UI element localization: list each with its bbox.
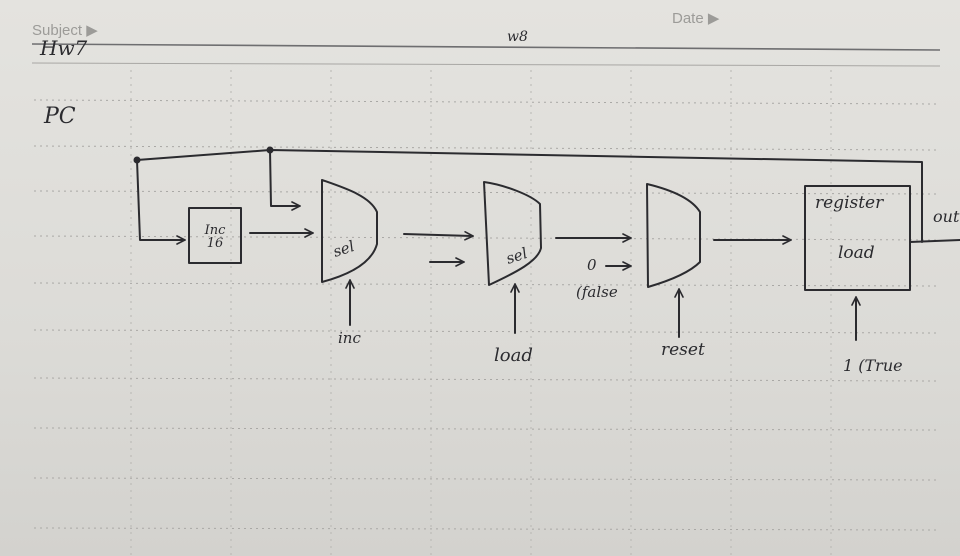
date-value: w8 xyxy=(507,29,528,45)
mux3-shape xyxy=(646,183,701,288)
mux1-control-label: inc xyxy=(338,329,361,347)
register-label: register xyxy=(815,193,884,213)
mux2-shape xyxy=(483,181,542,286)
register-box xyxy=(804,185,911,291)
dotted-grid-columns xyxy=(130,70,832,556)
wire-mux1-to-mux2 xyxy=(403,234,472,236)
output-wire xyxy=(909,239,960,243)
dotted-ruled-lines xyxy=(33,99,939,531)
inc16-box xyxy=(188,207,242,264)
subject-printed-label: Subject ▶ xyxy=(32,22,98,39)
wire-to-inc16 xyxy=(136,159,184,240)
false-input-label: (false xyxy=(576,283,618,301)
date-printed-label: Date ▶ xyxy=(672,10,720,27)
output-label: out xyxy=(933,207,960,226)
subject-value: Hw7 xyxy=(40,36,88,60)
false-input-value: 0 xyxy=(587,256,597,274)
feedback-wire xyxy=(136,149,923,243)
register-load-label: load xyxy=(838,243,875,263)
wire-to-mux1 xyxy=(269,149,299,206)
header-rule xyxy=(31,43,941,67)
register-load-value: 1 (True xyxy=(843,356,903,375)
mux3-control-label: reset xyxy=(661,340,705,360)
inc16-label: Inc 16 xyxy=(204,223,226,251)
mux1-shape xyxy=(321,179,378,283)
mux2-control-label: load xyxy=(494,345,533,366)
output-label-clip: out xyxy=(930,204,960,234)
diagram-title: PC xyxy=(44,104,76,129)
